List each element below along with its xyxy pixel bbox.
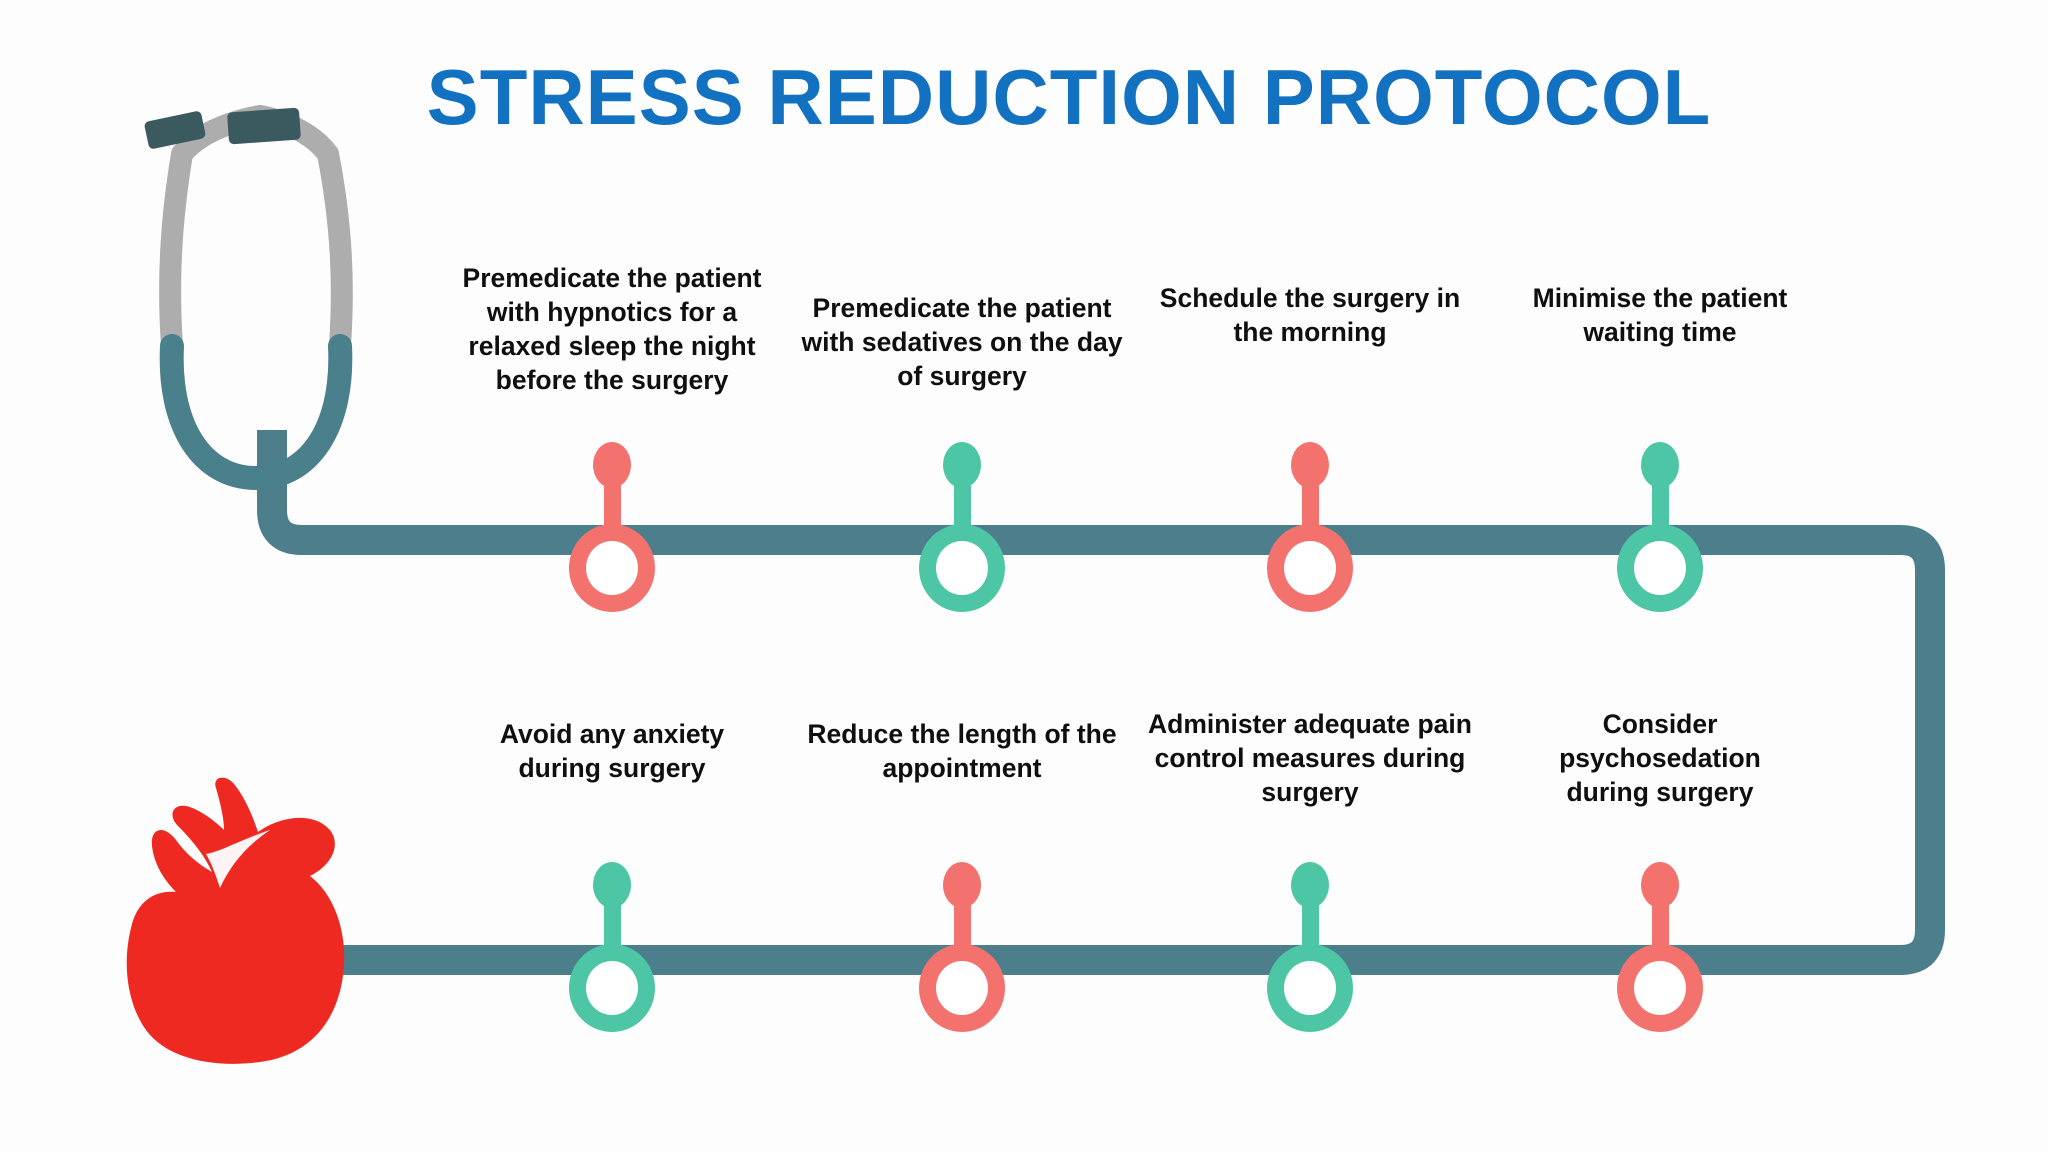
step-label-3: Schedule the surgery in the morning	[1159, 283, 1461, 347]
step-label-5: Avoid any anxiety during surgery	[499, 719, 725, 783]
node-pin-stem	[1651, 892, 1669, 958]
timeline-node-6[interactable]	[919, 862, 1005, 1032]
node-pin-head	[943, 862, 981, 908]
node-pin-head	[943, 442, 981, 488]
node-pin-stem	[1651, 472, 1669, 538]
node-ring	[569, 524, 655, 612]
anatomical-heart-icon	[126, 777, 345, 1064]
node-pin-head	[1641, 442, 1679, 488]
node-ring	[1617, 524, 1703, 612]
node-pin-stem	[953, 892, 971, 958]
node-pin-stem	[1301, 892, 1319, 958]
node-ring	[1617, 944, 1703, 1032]
node-pin-head	[1641, 862, 1679, 908]
node-pin-stem	[603, 892, 621, 958]
timeline-node-4[interactable]	[1617, 442, 1703, 612]
step-label-2: Premedicate the patient with sedatives o…	[801, 293, 1123, 391]
timeline-node-2[interactable]	[919, 442, 1005, 612]
node-pin-stem	[1301, 472, 1319, 538]
step-label-8: Consider psychosedation during surgery	[1559, 709, 1761, 807]
node-pin-head	[593, 442, 631, 488]
step-label-4: Minimise the patient waiting time	[1532, 283, 1788, 347]
timeline-node-1[interactable]	[569, 442, 655, 612]
step-label-7: Administer adequate pain control measure…	[1148, 709, 1472, 807]
node-ring	[1267, 944, 1353, 1032]
node-pin-head	[1291, 442, 1329, 488]
node-ring	[919, 524, 1005, 612]
step-label-6: Reduce the length of the appointment	[807, 719, 1117, 783]
node-pin-stem	[603, 472, 621, 538]
node-pin-stem	[953, 472, 971, 538]
node-pin-head	[593, 862, 631, 908]
timeline-node-7[interactable]	[1267, 862, 1353, 1032]
timeline-node-5[interactable]	[569, 862, 655, 1032]
node-ring	[1267, 524, 1353, 612]
page-title: STRESS REDUCTION PROTOCOL	[426, 53, 1712, 141]
step-label-1: Premedicate the patient with hypnotics f…	[462, 263, 762, 395]
node-ring	[919, 944, 1005, 1032]
node-pin-head	[1291, 862, 1329, 908]
node-ring	[569, 944, 655, 1032]
timeline-node-3[interactable]	[1267, 442, 1353, 612]
rail-path	[257, 430, 1945, 975]
stethoscope-icon	[144, 104, 353, 491]
timeline-node-8[interactable]	[1617, 862, 1703, 1032]
